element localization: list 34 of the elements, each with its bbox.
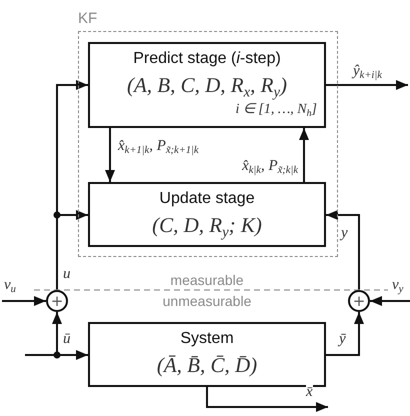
arrow	[326, 80, 408, 90]
edge-label: x̂$_{k|k}$, P$_{x̃;k|k}$	[242, 157, 298, 175]
arrow	[206, 387, 328, 412]
process-block	[88, 42, 326, 128]
arrow	[299, 128, 309, 182]
arrow	[57, 210, 88, 220]
index-range: i ∈ [1, …, N$_{h}$]	[236, 102, 317, 118]
process-block	[88, 182, 326, 247]
arrow	[326, 312, 364, 356]
plus-sign: +	[50, 294, 64, 308]
block-formula: (C, D, R$_{y}$; K)	[152, 212, 262, 238]
block-formula: (A, B, C, D, R$_{x}$, R$_{y}$)	[126, 72, 288, 98]
summing-junction	[46, 290, 68, 312]
arrow	[326, 210, 360, 290]
plus-sign: +	[352, 294, 366, 308]
block-title: Predict stage (i-step)	[133, 49, 281, 69]
arrow	[105, 128, 115, 182]
edge-label: ŷ$_{k+i|k}$	[353, 62, 382, 80]
arrow	[57, 350, 88, 360]
block-title: Update stage	[159, 189, 255, 209]
block-title: System	[180, 329, 234, 349]
edge-label: x̂$_{k+1|k}$, P$_{x̃;k+1|k}$	[118, 137, 199, 155]
connector-line	[54, 212, 60, 290]
connector-line	[25, 352, 60, 358]
arrow	[2, 296, 46, 306]
region-label: unmeasurable	[162, 293, 252, 309]
arrow	[52, 312, 62, 355]
arrow	[56, 80, 88, 215]
process-block	[88, 322, 326, 387]
arrow	[370, 296, 410, 306]
summing-junction	[348, 290, 370, 312]
region-label: measurable	[170, 272, 244, 288]
frame-title: KF	[78, 10, 98, 28]
block-formula: (Ā, B̄, C̄, D̄)	[156, 352, 258, 378]
